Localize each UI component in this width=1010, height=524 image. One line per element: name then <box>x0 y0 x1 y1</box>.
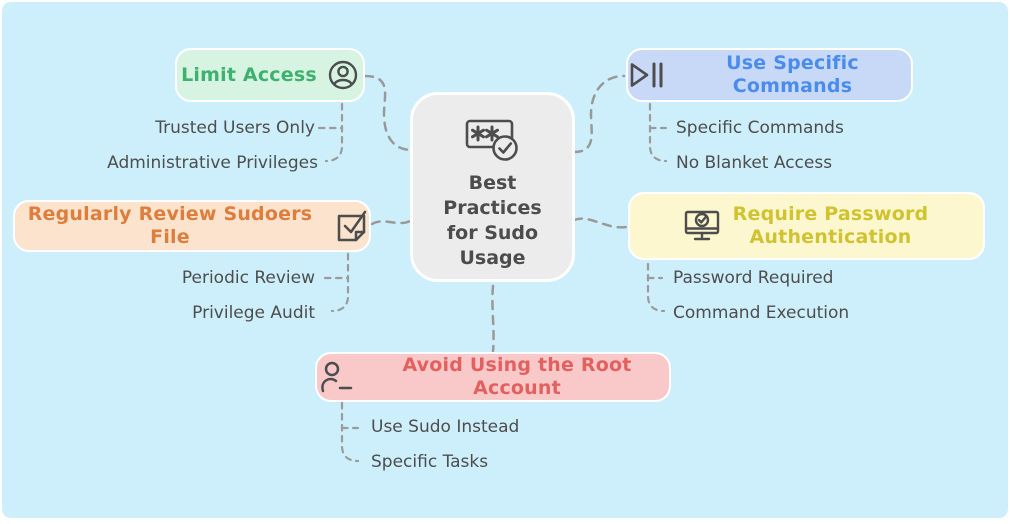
subitem-command-execution: Command Execution <box>673 303 850 323</box>
subitem-password-required: Password Required <box>673 268 834 288</box>
center-node-label: Best Practices for Sudo Usage <box>443 172 542 269</box>
subitem-specific-commands: Specific Commands <box>676 118 844 138</box>
user-circle-icon <box>327 59 359 91</box>
play-pause-icon <box>628 61 664 89</box>
branch-node-use-specific-commands: Use Specific Commands <box>626 48 913 102</box>
subitem-trusted-users-only: Trusted Users Only <box>155 118 315 138</box>
subitem-administrative-privileges: Administrative Privileges <box>107 153 318 173</box>
center-node-best-practices: Best Practices for Sudo Usage <box>410 92 575 282</box>
note-check-icon <box>335 208 369 244</box>
subitem-periodic-review: Periodic Review <box>181 268 315 288</box>
branch-node-avoid-root-account: Avoid Using the Root Account <box>315 352 671 402</box>
subitem-use-sudo-instead: Use Sudo Instead <box>371 417 520 437</box>
monitor-check-icon <box>683 209 721 243</box>
subitem-specific-tasks: Specific Tasks <box>371 452 489 472</box>
branch-label-limit-access: Limit Access <box>181 63 317 86</box>
branch-node-regularly-review-sudoers-file: Regularly Review Sudoers File <box>13 200 371 252</box>
password-check-icon <box>463 115 523 163</box>
branch-label-require-password-authentication: Require Password Authentication <box>732 203 929 248</box>
user-minus-icon <box>317 360 355 394</box>
branch-label-regularly-review-sudoers-file: Regularly Review Sudoers File <box>27 203 313 248</box>
subitem-privilege-audit: Privilege Audit <box>192 303 315 323</box>
branch-node-require-password-authentication: Require Password Authentication <box>628 192 985 260</box>
branch-label-use-specific-commands: Use Specific Commands <box>726 52 859 97</box>
branch-label-avoid-root-account: Avoid Using the Root Account <box>402 354 632 399</box>
subitem-no-blanket-access: No Blanket Access <box>676 153 833 173</box>
branch-node-limit-access: Limit Access <box>175 48 365 102</box>
